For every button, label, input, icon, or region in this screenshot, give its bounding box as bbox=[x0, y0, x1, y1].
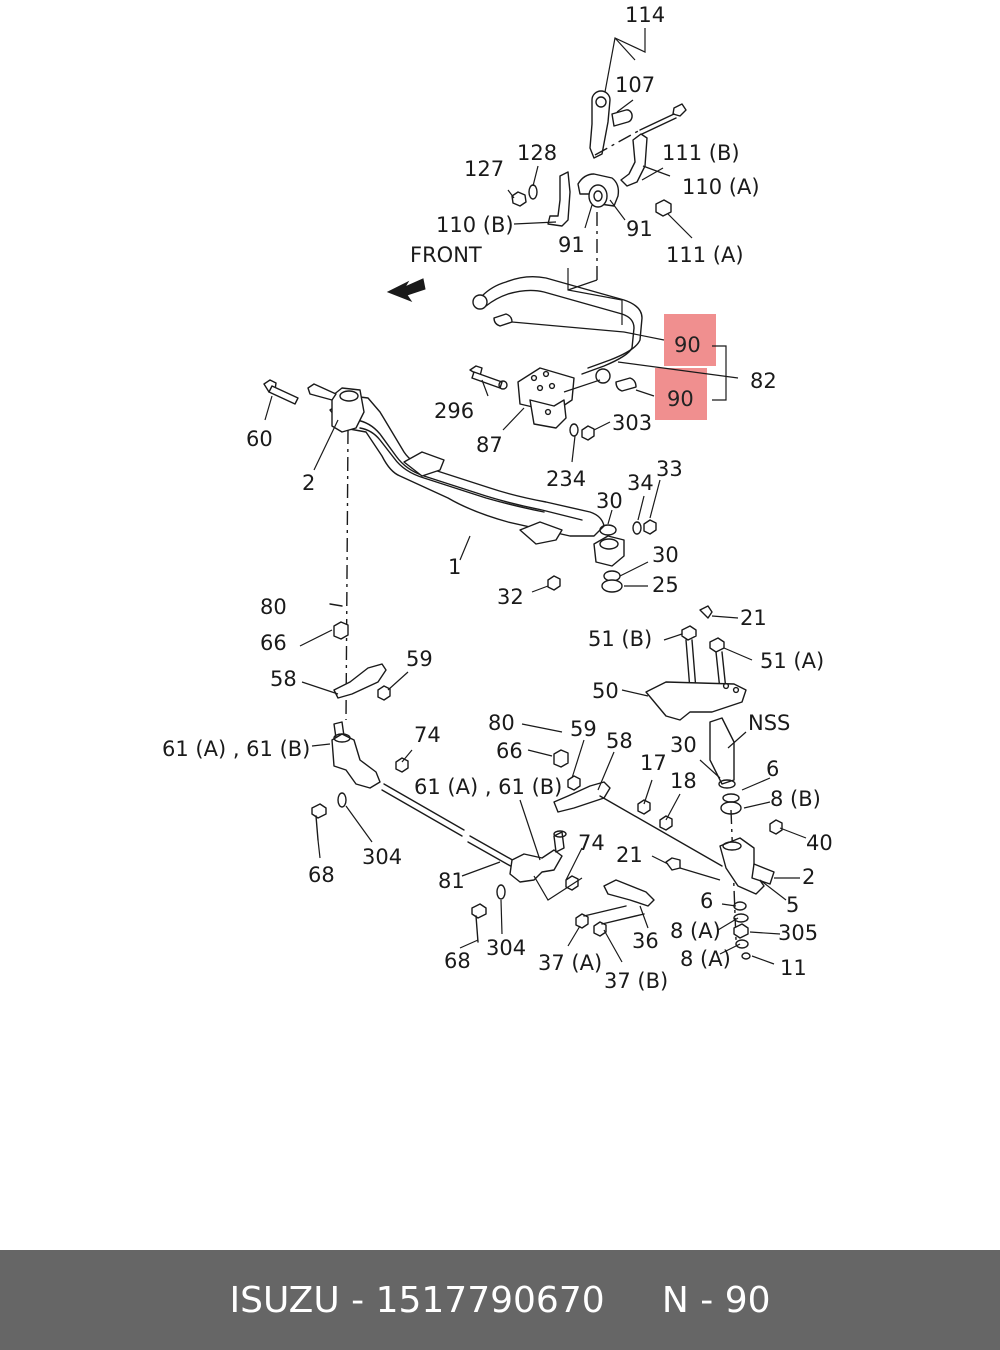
part-label-51b: 51 (B) bbox=[588, 627, 652, 651]
part-label-61-left: 61 (A) , 61 (B) bbox=[162, 737, 310, 761]
part-label-91-right: 91 bbox=[626, 217, 653, 241]
part-label-90-upper: 90 bbox=[674, 333, 701, 357]
part-label-21-top: 21 bbox=[740, 606, 767, 630]
part-label-34: 34 bbox=[627, 471, 654, 495]
part-label-90-lower: 90 bbox=[667, 387, 694, 411]
part-label-296: 296 bbox=[434, 399, 474, 423]
part-label-111a: 111 (A) bbox=[666, 243, 744, 267]
footer-ref-separator: - bbox=[688, 1279, 725, 1321]
highlight-box-90-upper bbox=[664, 314, 716, 366]
part-label-81: 81 bbox=[438, 869, 465, 893]
left-steering-parts bbox=[311, 603, 409, 841]
part-label-18: 18 bbox=[670, 769, 697, 793]
part-label-32: 32 bbox=[497, 585, 524, 609]
part-label-36: 36 bbox=[632, 929, 659, 953]
axle-beam bbox=[263, 379, 625, 567]
part-label-74-right: 74 bbox=[578, 831, 605, 855]
part-label-80-left: 80 bbox=[260, 595, 287, 619]
part-label-37a: 37 (A) bbox=[538, 951, 602, 975]
part-label-107: 107 bbox=[615, 73, 655, 97]
part-label-111b: 111 (B) bbox=[662, 141, 740, 165]
kingpin-axis-left bbox=[345, 429, 349, 721]
footer-separator: - bbox=[339, 1279, 376, 1321]
part-label-8a-lower: 8 (A) bbox=[680, 947, 731, 971]
part-label-nss: NSS bbox=[748, 711, 790, 735]
part-label-304-right: 304 bbox=[486, 936, 526, 960]
part-label-304-left: 304 bbox=[362, 845, 402, 869]
part-label-68-left: 68 bbox=[308, 863, 335, 887]
part-label-74-left: 74 bbox=[414, 723, 441, 747]
front-direction-arrow: FRONT bbox=[386, 243, 482, 303]
part-label-110b: 110 (B) bbox=[436, 213, 514, 237]
part-label-2-left: 2 bbox=[302, 471, 315, 495]
leader-lines bbox=[264, 99, 807, 965]
footer-bar: ISUZU - 1517790670 N - 90 bbox=[0, 1250, 1000, 1350]
part-label-8a-upper: 8 (A) bbox=[670, 919, 721, 943]
bracket-87-assembly bbox=[469, 365, 601, 441]
front-label: FRONT bbox=[410, 243, 482, 267]
part-label-25: 25 bbox=[652, 573, 679, 597]
right-steering-arm bbox=[553, 749, 775, 960]
part-label-61-right: 61 (A) , 61 (B) bbox=[414, 775, 562, 799]
part-label-58-left: 58 bbox=[270, 667, 297, 691]
highlight-box-90-lower bbox=[655, 368, 707, 420]
part-label-37b: 37 (B) bbox=[604, 969, 668, 993]
part-label-127: 127 bbox=[464, 157, 504, 181]
part-label-5: 5 bbox=[786, 893, 799, 917]
part-label-30-upper: 30 bbox=[596, 489, 623, 513]
stabilizer-link-assembly bbox=[511, 28, 687, 325]
part-label-82: 82 bbox=[750, 369, 777, 393]
part-label-234: 234 bbox=[546, 467, 586, 491]
part-label-60: 60 bbox=[246, 427, 273, 451]
footer-part-number: 1517790670 bbox=[375, 1279, 605, 1321]
part-label-8b: 8 (B) bbox=[770, 787, 821, 811]
part-label-1: 1 bbox=[448, 555, 461, 579]
part-label-110a: 110 (A) bbox=[682, 175, 760, 199]
stabilizer-bar bbox=[472, 275, 739, 401]
part-label-80-right: 80 bbox=[488, 711, 515, 735]
part-label-66-left: 66 bbox=[260, 631, 287, 655]
part-label-58-right: 58 bbox=[606, 729, 633, 753]
footer-ref-prefix: N bbox=[661, 1279, 689, 1321]
tie-rod bbox=[381, 783, 583, 943]
footer-ref-number: 90 bbox=[724, 1279, 771, 1321]
part-label-50: 50 bbox=[592, 679, 619, 703]
part-label-66-right: 66 bbox=[496, 739, 523, 763]
part-label-6-upper: 6 bbox=[766, 757, 779, 781]
part-labels: 114 107 128 127 111 (B) 110 (A) 110 (B) … bbox=[162, 3, 833, 993]
kingpin-small-parts bbox=[531, 519, 657, 593]
part-label-303: 303 bbox=[612, 411, 652, 435]
part-label-33: 33 bbox=[656, 457, 683, 481]
part-label-17: 17 bbox=[640, 751, 667, 775]
part-label-59-right: 59 bbox=[570, 717, 597, 741]
part-label-51a: 51 (A) bbox=[760, 649, 824, 673]
part-label-30-right: 30 bbox=[670, 733, 697, 757]
part-label-6-lower: 6 bbox=[700, 889, 713, 913]
part-label-59-left: 59 bbox=[406, 647, 433, 671]
part-label-305: 305 bbox=[778, 921, 818, 945]
part-label-91-left: 91 bbox=[558, 233, 585, 257]
part-label-68-right: 68 bbox=[444, 949, 471, 973]
part-label-40: 40 bbox=[806, 831, 833, 855]
parts-diagram: FRONT bbox=[162, 3, 833, 993]
part-label-11: 11 bbox=[780, 956, 807, 980]
part-label-114: 114 bbox=[625, 3, 665, 27]
footer-brand: ISUZU bbox=[229, 1279, 340, 1321]
right-bracket-assembly bbox=[645, 605, 783, 941]
part-label-87: 87 bbox=[476, 433, 503, 457]
part-label-128: 128 bbox=[517, 141, 557, 165]
part-label-30-lower: 30 bbox=[652, 543, 679, 567]
part-label-2-right: 2 bbox=[802, 865, 815, 889]
part-label-21-lower: 21 bbox=[616, 843, 643, 867]
footer-gap bbox=[605, 1280, 662, 1321]
